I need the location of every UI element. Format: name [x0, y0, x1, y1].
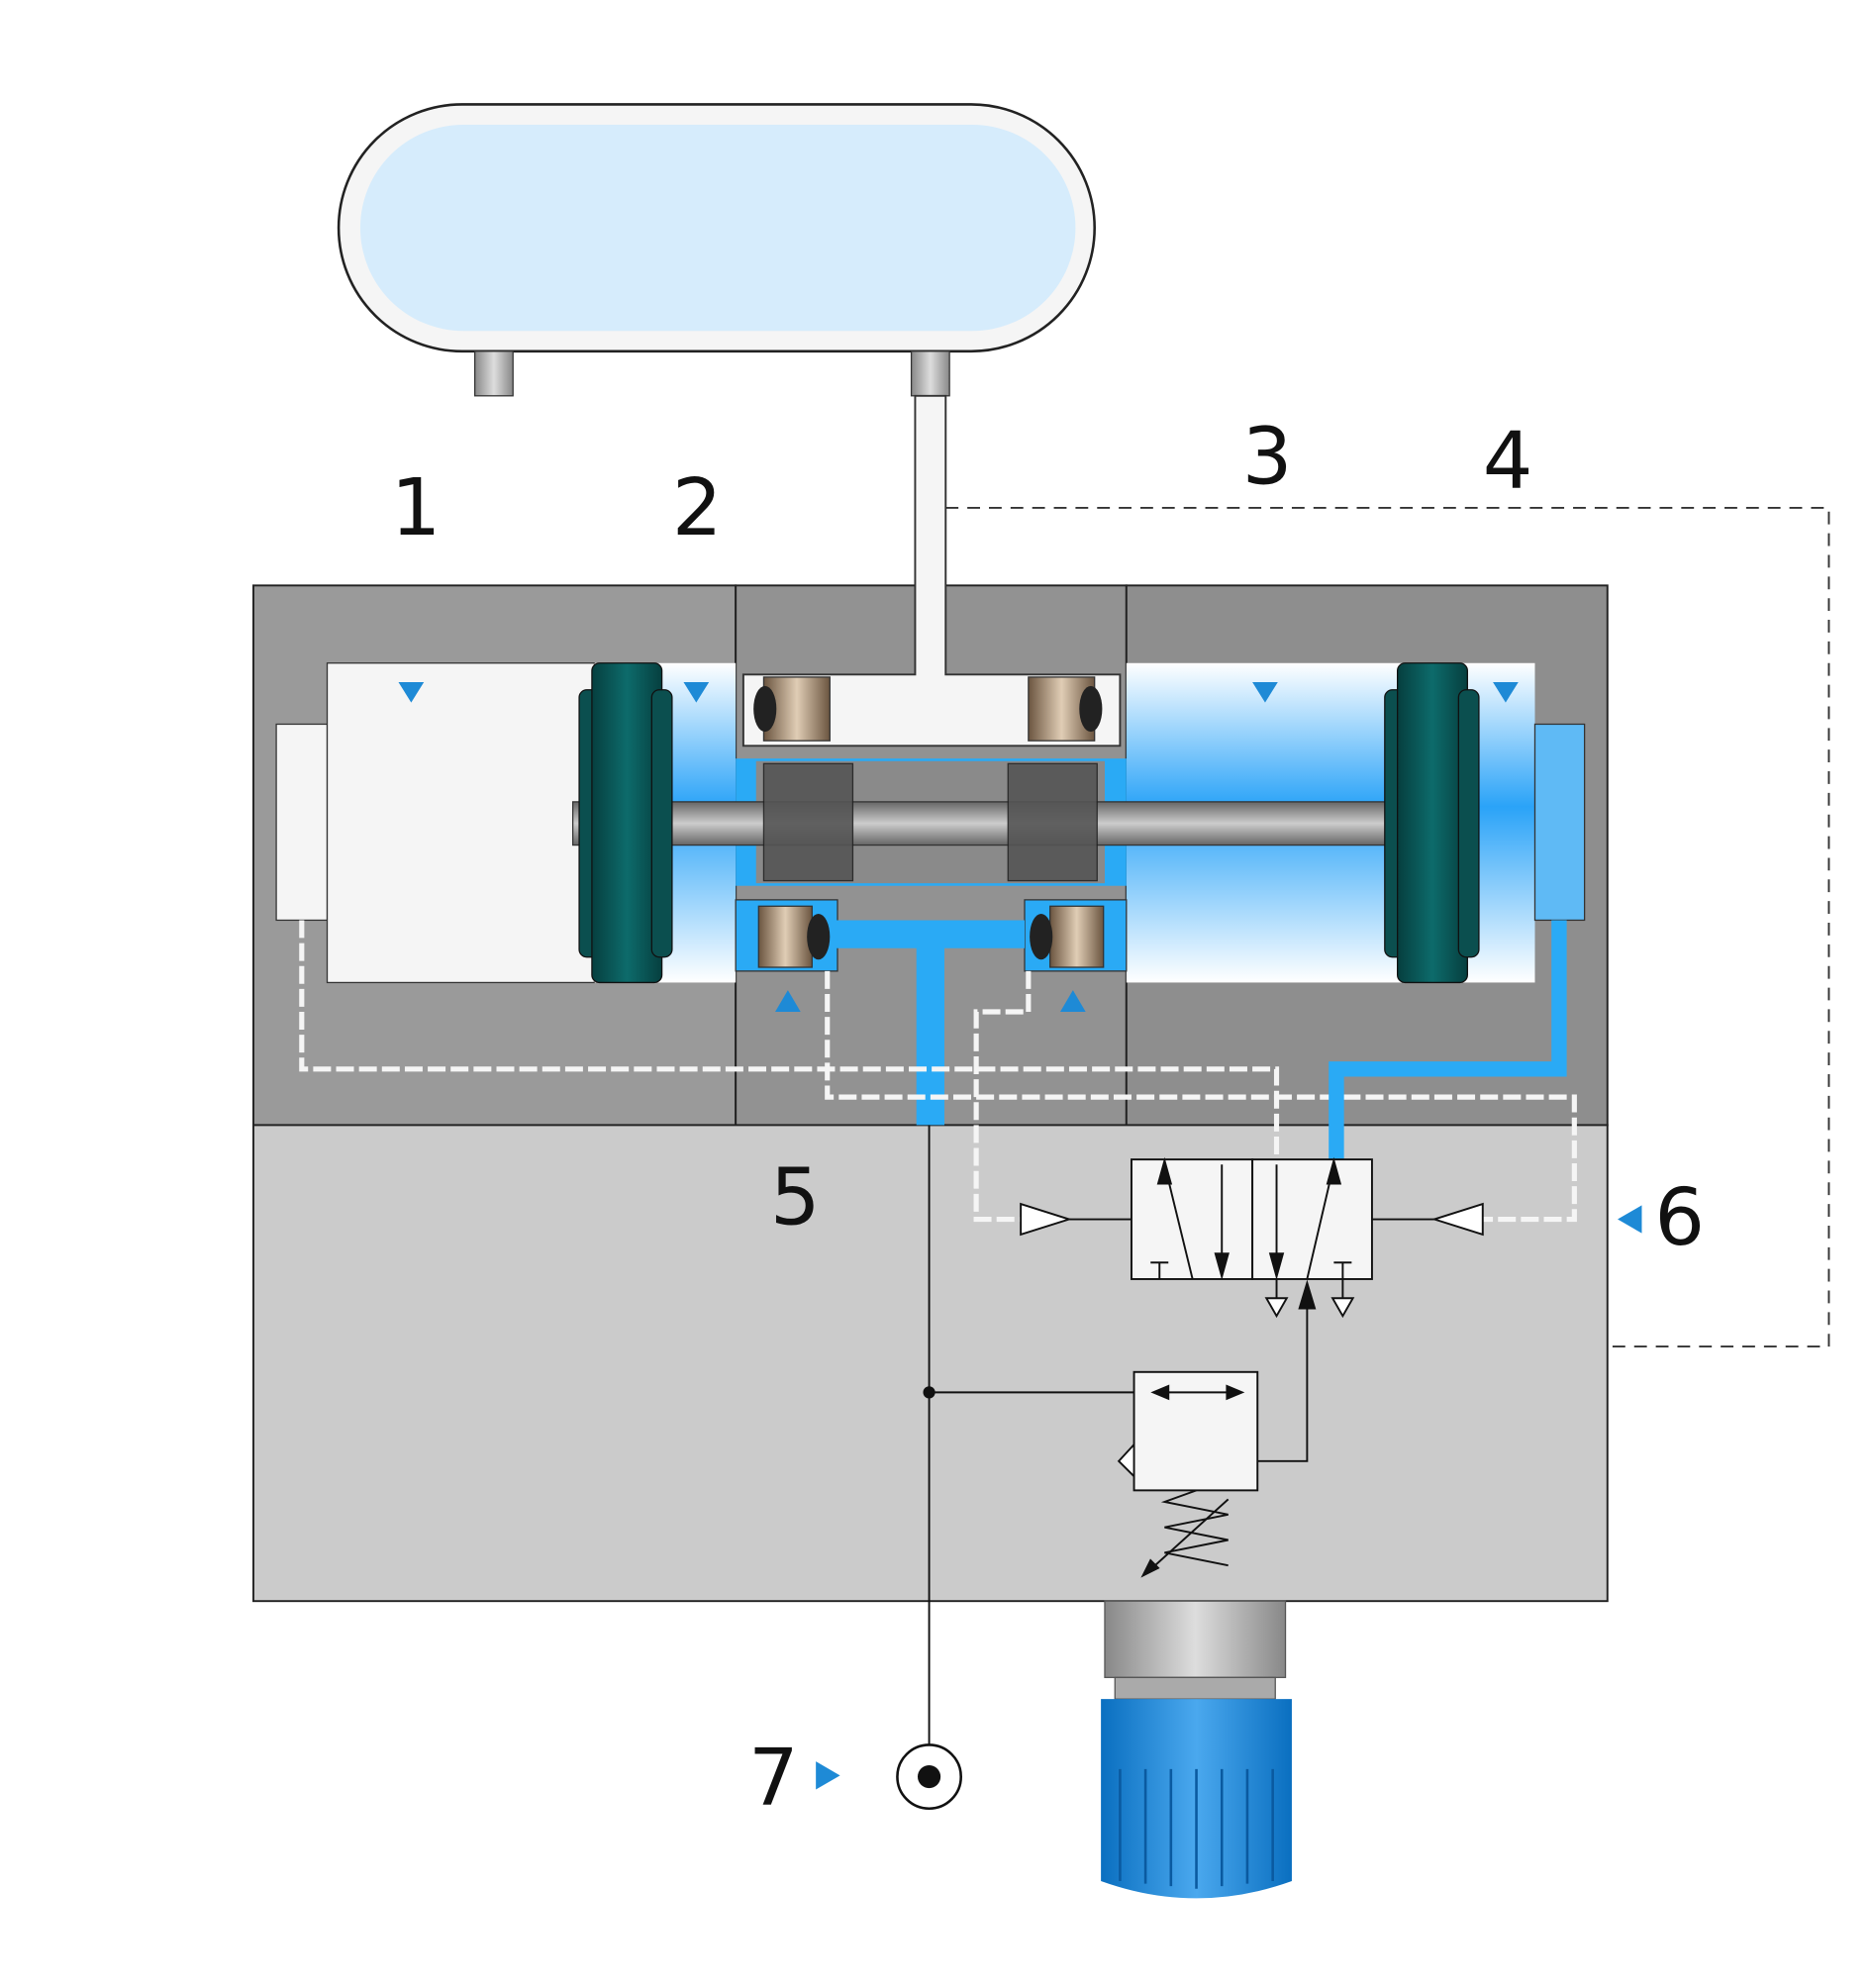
- label-7: 7: [748, 1732, 799, 1824]
- check-valves: [753, 676, 1105, 968]
- output-channel-blue: [1329, 920, 1567, 1160]
- signal-line: [923, 1125, 1317, 1745]
- marker-7-icon: [816, 1761, 840, 1790]
- pilot-channels: [299, 920, 1577, 1223]
- supply-pipe: [741, 394, 1122, 747]
- label-1: 1: [391, 461, 442, 553]
- label-4: 4: [1483, 414, 1533, 506]
- flow-markers: [398, 682, 1519, 1012]
- pressure-regulator-symbol: [1117, 1370, 1259, 1578]
- label-5: 5: [770, 1151, 821, 1243]
- marker-6-icon: [1618, 1205, 1642, 1234]
- label-2: 2: [672, 461, 723, 553]
- label-3: 3: [1242, 411, 1293, 503]
- piston-rod-assembly: [571, 662, 1480, 984]
- directional-valve-symbol: [1020, 1156, 1484, 1319]
- adjustment-knob[interactable]: [1101, 1600, 1292, 1899]
- air-tank: [337, 103, 1096, 397]
- label-6: 6: [1654, 1171, 1705, 1263]
- control-port-symbol: [896, 1743, 962, 1811]
